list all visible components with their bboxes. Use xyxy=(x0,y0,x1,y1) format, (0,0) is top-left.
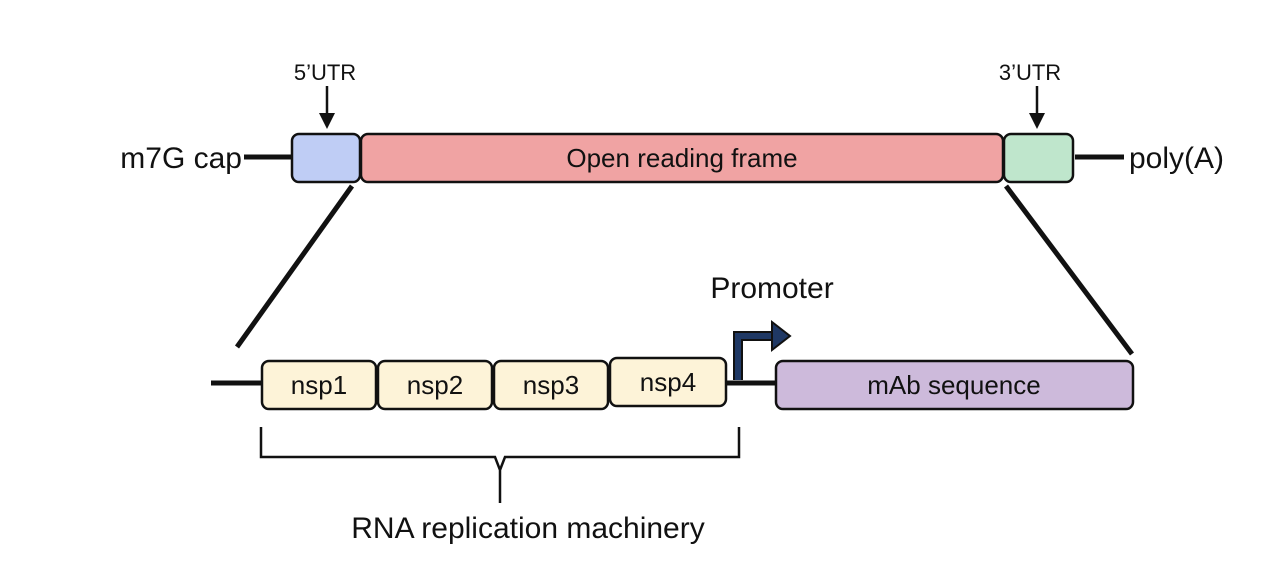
bottom-construct: nsp1 nsp2 nsp3 nsp4 mAb sequence Promote… xyxy=(211,272,1135,545)
top-construct: m7G cap poly(A) Open reading frame 5’UTR… xyxy=(120,60,1224,184)
nsp2-box xyxy=(376,359,494,411)
nsp2-label: nsp2 xyxy=(407,370,463,400)
utr5-box xyxy=(290,132,362,184)
promoter-arrow-icon xyxy=(733,319,792,380)
utr5-arrow xyxy=(319,86,335,129)
mab-sequence-box xyxy=(774,359,1135,411)
utr5-label: 5’UTR xyxy=(294,60,356,85)
zoom-line-right xyxy=(1004,184,1134,356)
replication-brace xyxy=(259,427,741,503)
utr3-arrow xyxy=(1029,86,1045,129)
nsp3-label: nsp3 xyxy=(523,370,579,400)
orf-label: Open reading frame xyxy=(566,143,797,173)
promoter-label: Promoter xyxy=(710,272,833,305)
utr3-box xyxy=(1002,132,1075,184)
nsp4-label: nsp4 xyxy=(640,367,696,397)
nsp1-box xyxy=(260,359,378,411)
nsp1-label: nsp1 xyxy=(291,370,347,400)
nsp3-box xyxy=(492,359,610,411)
brace-label: RNA replication machinery xyxy=(351,512,704,545)
cap-label: m7G cap xyxy=(120,142,242,175)
utr3-label: 3’UTR xyxy=(999,60,1061,85)
nsp4-box xyxy=(608,356,728,408)
mab-sequence-label: mAb sequence xyxy=(867,370,1040,400)
zoom-line-left xyxy=(234,184,355,349)
polya-label: poly(A) xyxy=(1129,142,1224,175)
